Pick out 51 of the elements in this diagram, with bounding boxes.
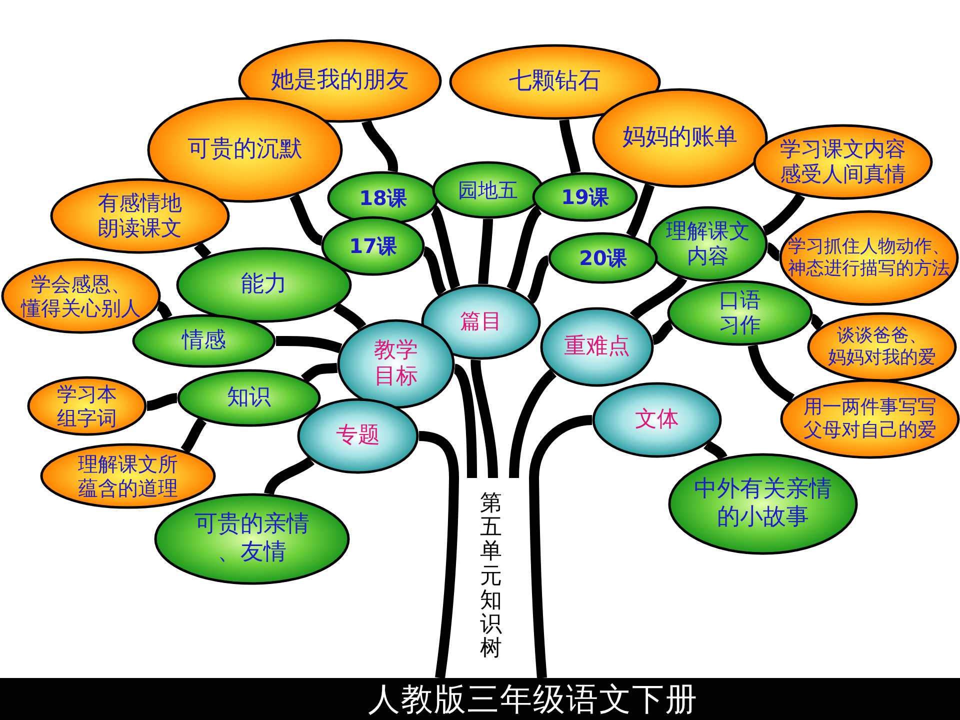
tree-trunk: 第五单元知识树 [432,478,550,678]
branch-line [470,360,498,478]
ellipse-node: 中外有关亲情的小故事 [668,453,858,555]
branch-line [194,242,212,260]
branch-line [478,218,493,284]
caption-bar: 人教版三年级语文下册 [0,678,960,720]
branch-line [766,242,781,261]
ellipse-node: 知识 [177,369,321,427]
branch-line [559,119,581,174]
ellipse-node: 专题 [297,398,419,474]
branch-line [146,393,178,411]
branch-line [362,120,398,172]
ellipse-node: 有感情地朗读课文 [50,178,230,254]
ellipse-node: 学习本组字词 [27,376,147,436]
branch-line [156,301,172,320]
ellipse-node: 学习抓住人物动作、神态进行描写的方法 [779,210,959,306]
branch-line [748,344,795,404]
ellipse-node: 谈谈爸爸、妈妈对我的爱 [807,312,957,382]
ellipse-node: 17课 [321,216,425,276]
branch-line [264,456,314,496]
branch-line [290,194,324,246]
branch-line [333,302,366,330]
branch-line [276,336,342,354]
ellipse-node: 园地五 [432,161,544,219]
branch-line [762,193,805,236]
ellipse-node: 理解课文内容 [648,206,768,282]
ellipse-node: 理解课文所蕴含的道理 [40,443,216,509]
branch-line [630,276,687,320]
branch-line [422,246,447,296]
branch-line [652,320,674,345]
ellipse-node: 篇目 [421,284,541,360]
ellipse-node: 教学目标 [337,319,455,409]
branch-line [301,362,338,384]
branch-line [626,183,655,238]
ellipse-node: 用一两件事写写父母对自己的爱 [780,379,960,459]
branch-line [180,417,207,454]
ellipse-node: 19课 [532,172,638,222]
branch-line [810,314,824,331]
ellipse-node: 学会感恩、懂得关心别人 [1,258,161,334]
ellipse-node: 能力 [176,247,352,323]
branch-line [704,440,728,460]
branch-line [430,206,460,290]
branch-line [506,206,542,292]
ellipse-node: 学习课文内容感受人间真情 [753,124,933,200]
ellipse-node: 20课 [548,232,658,284]
ellipse-node: 重难点 [540,307,654,387]
branch-line [509,369,557,478]
ellipse-node: 七颗钻石 [449,44,661,120]
ellipse-node: 口语习作 [667,280,813,346]
branch-line [529,415,592,478]
ellipse-node: 文体 [592,382,722,458]
